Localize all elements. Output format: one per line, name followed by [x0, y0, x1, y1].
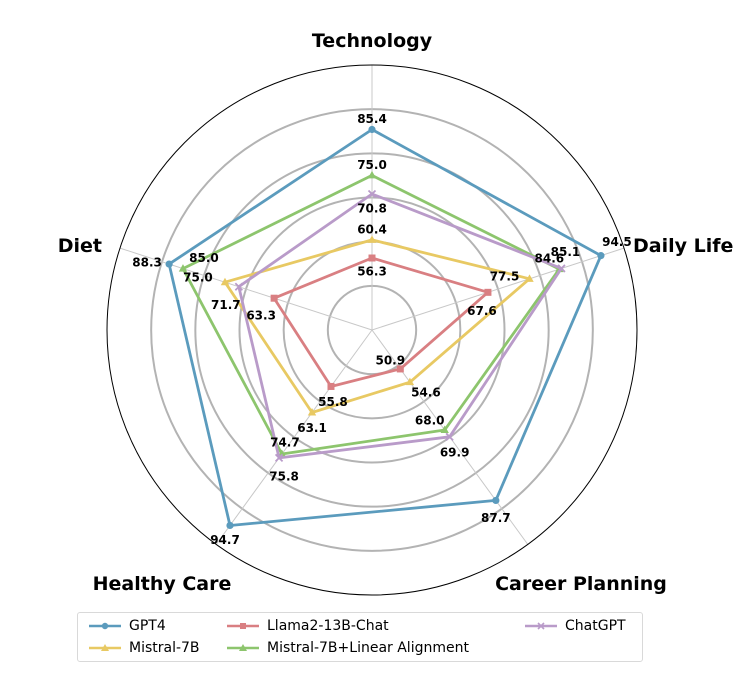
point-chatgpt-healthy-care [274, 453, 284, 463]
value-label-llama2-13b-chat-career-planning: 50.9 [375, 353, 405, 367]
point-mistral-7b-linear-alignment-career-planning [440, 425, 449, 434]
legend-label-llama2-13b-chat: Llama2-13B-Chat [267, 618, 389, 634]
series-line-llama2-13b-chat [272, 256, 490, 388]
value-label-mistral-7b-healthy-care: 63.1 [297, 421, 327, 435]
value-label-mistral-7b-daily-life: 77.5 [490, 269, 520, 283]
legend-label-chatgpt: ChatGPT [565, 618, 626, 634]
legend-item-llama2-13b-chat: Llama2-13B-Chat [226, 618, 389, 634]
series-llama2-13b-chat [270, 254, 492, 390]
series-gpt4 [165, 125, 605, 530]
series-mistral-7b-linear-alignment [178, 170, 564, 457]
radar-series [165, 125, 605, 530]
legend-marker-mistral-7b [89, 644, 121, 651]
radar-grid [106, 64, 638, 596]
value-label-llama2-13b-chat-technology: 56.3 [357, 265, 387, 279]
point-mistral-7b-diet [220, 277, 230, 286]
spoke-healthy-care [215, 329, 373, 545]
point-chatgpt-technology [367, 189, 377, 199]
axis-label-career-planning: Career Planning [495, 573, 667, 595]
point-chatgpt-daily-life [557, 264, 566, 273]
legend-item-mistral-7b: Mistral-7B [88, 640, 200, 656]
spoke-daily-life [371, 247, 625, 331]
legend-item-gpt4: GPT4 [88, 618, 166, 634]
point-gpt4-technology [368, 125, 376, 134]
series-line-gpt4 [167, 128, 603, 527]
point-llama2-13b-chat-technology [368, 254, 376, 262]
point-mistral-7b-linear-alignment-technology [367, 170, 377, 179]
point-mistral-7b-technology [367, 235, 377, 243]
point-llama2-13b-chat-healthy-care [327, 382, 335, 390]
legend-item-chatgpt: ChatGPT [524, 618, 626, 634]
axis-label-daily-life: Daily Life [633, 235, 733, 257]
legend-marker-chatgpt [525, 622, 557, 630]
point-mistral-7b-healthy-care [307, 408, 317, 416]
value-label-mistral-7b-technology: 60.4 [357, 222, 387, 236]
legend-label-mistral-7b: Mistral-7B [129, 640, 200, 656]
value-label-mistral-7b-linear-alignment-technology: 75.0 [357, 158, 387, 172]
value-label-mistral-7b-linear-alignment-diet: 85.0 [189, 251, 219, 265]
value-label-mistral-7b-linear-alignment-daily-life: 84.6 [535, 252, 565, 266]
point-mistral-7b-daily-life [525, 274, 534, 282]
value-label-mistral-7b-linear-alignment-healthy-care: 74.7 [270, 435, 300, 449]
point-llama2-13b-chat-career-planning [396, 365, 404, 373]
value-label-mistral-7b-diet: 75.0 [183, 271, 213, 285]
legend-marker-llama2-13b-chat [227, 623, 259, 629]
series-chatgpt [234, 189, 566, 463]
outer-frame [106, 64, 638, 596]
point-llama2-13b-chat-diet [270, 294, 278, 302]
value-label-llama2-13b-chat-healthy-care: 55.8 [318, 395, 348, 409]
value-label-gpt4-career-planning: 87.7 [481, 511, 511, 525]
point-gpt4-daily-life [597, 252, 605, 260]
axis-label-technology: Technology [312, 30, 433, 52]
point-gpt4-healthy-care [226, 521, 234, 530]
point-chatgpt-diet [234, 282, 243, 291]
point-mistral-7b-linear-alignment-diet [178, 264, 188, 272]
value-label-chatgpt-diet: 71.7 [211, 298, 241, 312]
series-mistral-7b [220, 235, 534, 416]
value-label-gpt4-technology: 85.4 [357, 112, 387, 126]
point-mistral-7b-career-planning [405, 377, 415, 386]
point-llama2-13b-chat-daily-life [484, 288, 492, 296]
point-gpt4-diet [165, 260, 173, 268]
point-gpt4-career-planning [492, 496, 500, 505]
value-label-gpt4-daily-life: 94.5 [602, 235, 632, 249]
legend-marker-gpt4 [89, 622, 121, 630]
value-label-gpt4-healthy-care: 94.7 [210, 533, 240, 547]
legend-item-mistral-7b-linear-alignment: Mistral-7B+Linear Alignment [226, 640, 469, 656]
legend: GPT4 Mistral-7B Llama2-13B-Chat Mistral-… [77, 612, 643, 662]
series-line-mistral-7b [223, 238, 531, 414]
spoke-diet [119, 247, 373, 331]
value-label-mistral-7b-linear-alignment-career-planning: 68.0 [415, 414, 445, 428]
value-label-chatgpt-career-planning: 69.9 [440, 445, 470, 459]
series-line-mistral-7b-linear-alignment [181, 173, 561, 456]
value-label-llama2-13b-chat-diet: 63.3 [246, 309, 276, 323]
series-line-chatgpt [237, 192, 563, 460]
axis-label-healthy-care: Healthy Care [93, 573, 232, 595]
value-label-chatgpt-technology: 70.8 [357, 201, 387, 215]
legend-marker-mistral-7b-linear-alignment [227, 644, 259, 651]
value-label-chatgpt-daily-life: 85.1 [551, 245, 581, 259]
point-chatgpt-career-planning [445, 432, 454, 441]
legend-label-gpt4: GPT4 [129, 618, 166, 634]
legend-label-mistral-7b-linear-alignment: Mistral-7B+Linear Alignment [267, 640, 469, 656]
value-label-gpt4-diet: 88.3 [132, 256, 162, 270]
value-label-chatgpt-healthy-care: 75.8 [269, 469, 299, 483]
value-label-llama2-13b-chat-daily-life: 67.6 [467, 304, 497, 318]
axis-label-diet: Diet [58, 235, 102, 257]
value-label-mistral-7b-career-planning: 54.6 [411, 386, 441, 400]
